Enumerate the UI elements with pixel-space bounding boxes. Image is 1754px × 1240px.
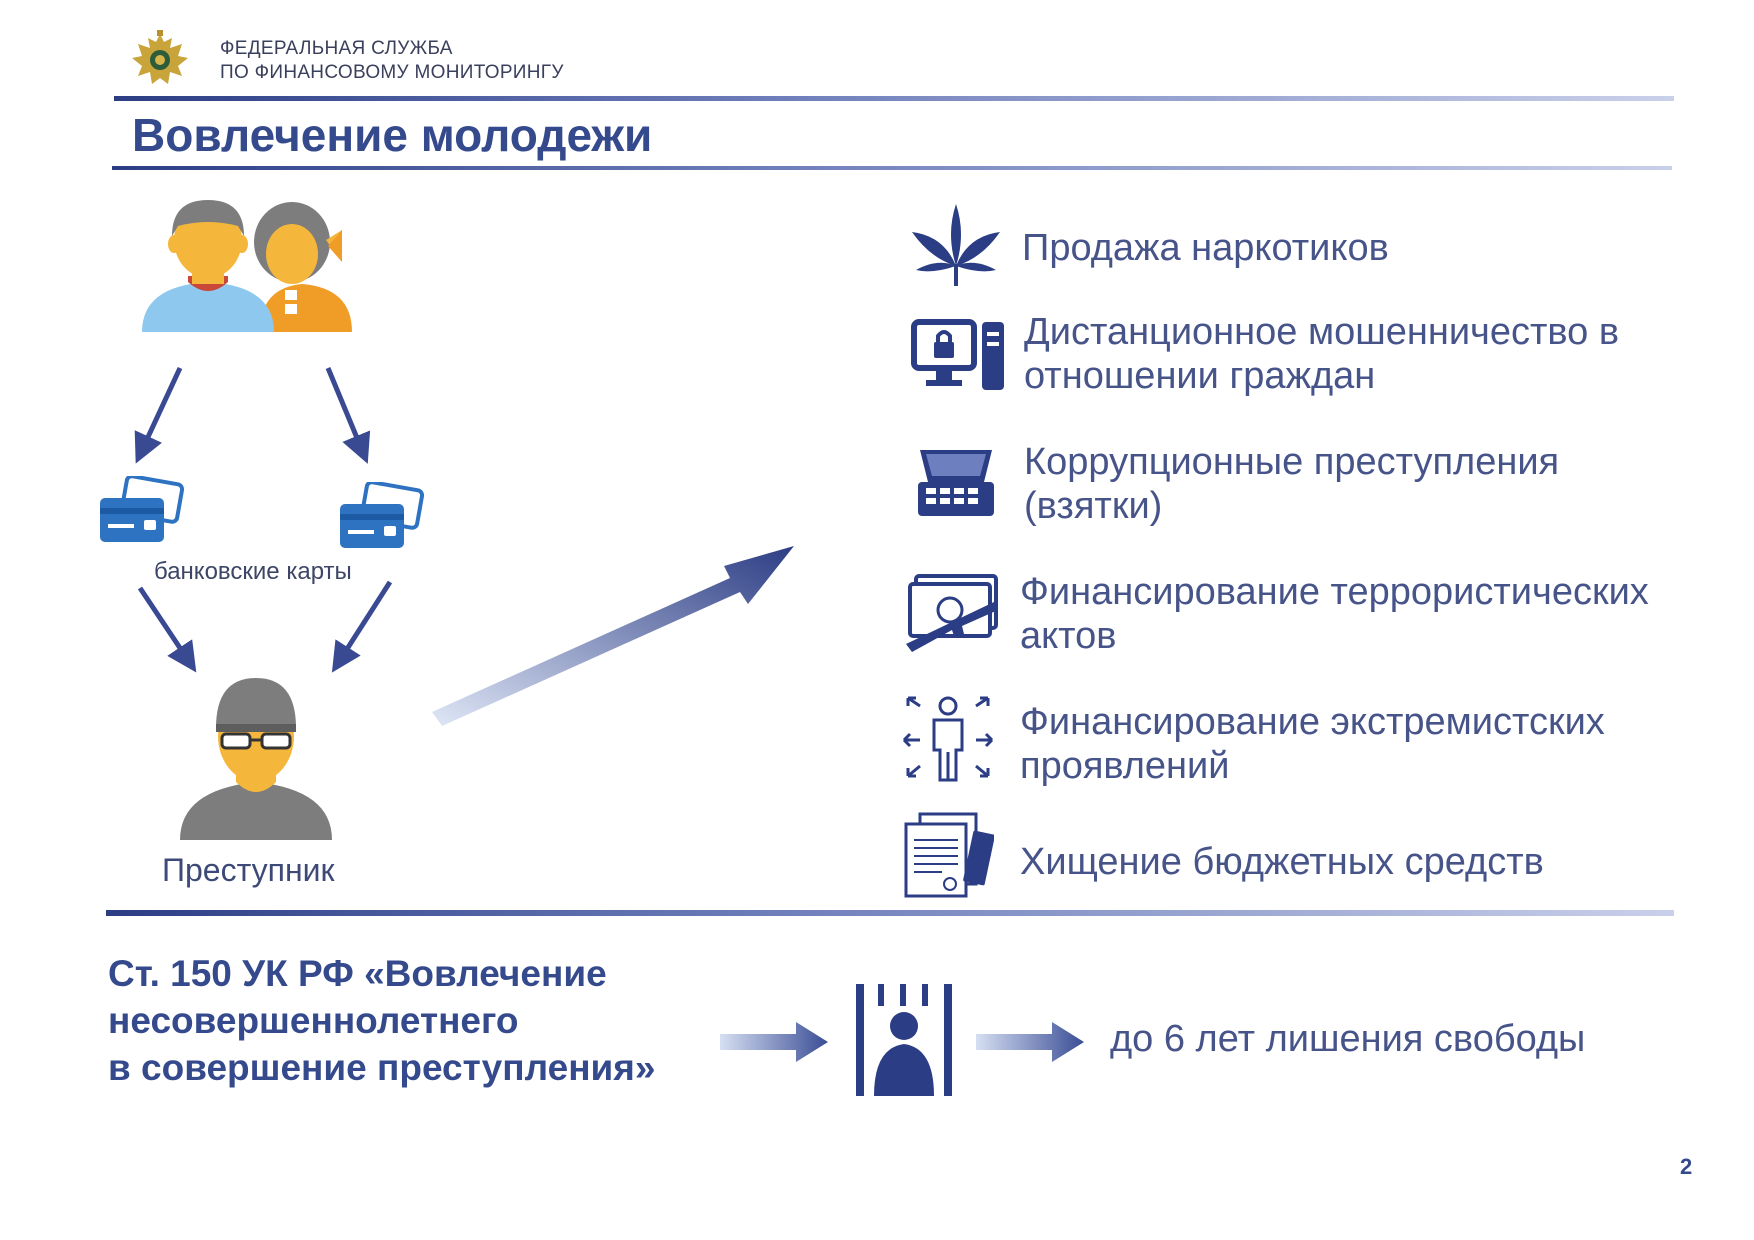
- crime-drug-sales: Продажа наркотиков: [1022, 226, 1389, 270]
- arrow-to-penalty: [976, 1022, 1084, 1062]
- crime-remote-fraud: Дистанционное мошенничество в отношении …: [1024, 310, 1619, 398]
- crime-remote-fraud-line1: Дистанционное мошенничество в: [1024, 311, 1620, 353]
- org-name-line2: ПО ФИНАНСОВОМУ МОНИТОРИНГУ: [220, 62, 564, 83]
- footer-rule: [106, 910, 1674, 916]
- crime-remote-fraud-line2: отношении граждан: [1024, 355, 1376, 397]
- page-title: Вовлечение молодежи: [132, 109, 653, 161]
- prison-bars-icon: [856, 984, 952, 1096]
- arrow-to-card-left: [134, 366, 183, 464]
- crime-corruption-line2: (взятки): [1024, 485, 1163, 527]
- crime-corruption-line1: Коррупционные преступления: [1024, 441, 1560, 483]
- arrow-card-right-to-criminal: [331, 580, 393, 673]
- big-arrow-to-crimes: [432, 546, 794, 726]
- money-rifle-icon: [906, 574, 998, 652]
- crime-drug-sales-line1: Продажа наркотиков: [1022, 227, 1389, 269]
- crime-extremism-financing: Финансирование экстремистских проявлений: [1020, 700, 1605, 788]
- bank-cards-left-icon: [100, 476, 185, 542]
- crime-extremism-financing-line2: проявлений: [1020, 745, 1230, 787]
- crime-budget-theft-line1: Хищение бюджетных средств: [1020, 841, 1544, 883]
- scheme-arrows: [134, 366, 393, 673]
- criminal-label: Преступник: [162, 852, 335, 888]
- penalty-text: до 6 лет лишения свободы: [1110, 1018, 1586, 1060]
- crime-terror-financing-line1: Финансирование террористических: [1020, 571, 1649, 613]
- org-name-line1: ФЕДЕРАЛЬНАЯ СЛУЖБА: [220, 38, 453, 59]
- crime-extremism-financing-line1: Финансирование экстремистских: [1020, 701, 1605, 743]
- person-arrows-icon: [902, 696, 994, 782]
- crime-terror-financing: Финансирование террористических актов: [1020, 570, 1649, 658]
- arrow-to-prison: [720, 1022, 828, 1062]
- article-line3: в совершение преступления»: [108, 1047, 656, 1088]
- bank-cards-right-icon: [340, 482, 425, 548]
- bank-cards-label: банковские карты: [154, 558, 352, 585]
- page-number: 2: [1680, 1154, 1693, 1179]
- cannabis-leaf-icon: [912, 204, 1000, 286]
- arrow-to-card-right: [325, 367, 371, 464]
- crime-budget-theft: Хищение бюджетных средств: [1020, 840, 1544, 884]
- eagle-emblem-icon: [132, 30, 188, 84]
- header-top-rule: [114, 96, 1674, 101]
- computer-lock-icon: [911, 319, 1004, 390]
- header-bottom-rule: [112, 166, 1672, 170]
- crime-corruption: Коррупционные преступления (взятки): [1024, 440, 1559, 528]
- arrow-card-left-to-criminal: [137, 586, 197, 673]
- article-line1: Ст. 150 УК РФ «Вовлечение: [108, 953, 607, 994]
- documents-money-icon: [904, 812, 994, 898]
- article-line2: несовершеннолетнего: [108, 1000, 519, 1041]
- criminal-code-article: Ст. 150 УК РФ «Вовлечение несовершенноле…: [108, 950, 655, 1091]
- money-briefcase-icon: [918, 450, 994, 516]
- young-people-icon: [142, 200, 352, 332]
- crime-terror-financing-line2: актов: [1020, 615, 1117, 657]
- criminal-icon: [180, 678, 332, 840]
